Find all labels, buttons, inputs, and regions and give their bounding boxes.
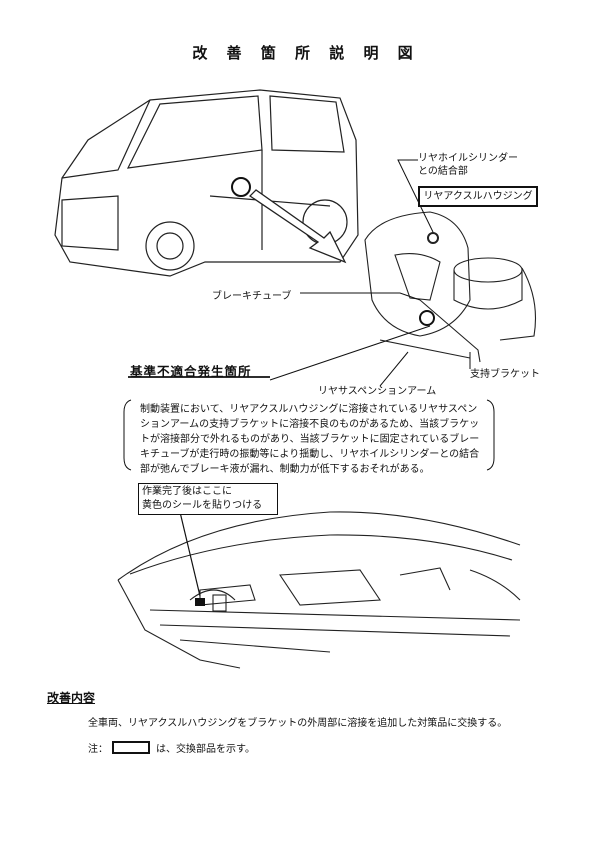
sticker-line: 作業完了後はここに xyxy=(142,486,232,497)
note-suffix: は、交換部品を示す。 xyxy=(156,744,255,755)
label-line: との結合部 xyxy=(418,166,468,177)
sticker-line: 黄色のシールを貼りつける xyxy=(142,500,263,511)
bracket-callout-circle xyxy=(419,310,435,326)
car-illustration xyxy=(54,89,359,277)
desc-right-bracket xyxy=(486,399,495,471)
highlight-circle xyxy=(231,177,251,197)
replacement-part-symbol xyxy=(112,741,150,754)
wheel-cylinder-joint-label: リヤホイルシリンダー との結合部 xyxy=(418,152,518,178)
engine-bay-illustration xyxy=(117,511,521,669)
leader-lines xyxy=(269,159,471,387)
axle-housing-label: リヤアクスルハウジング xyxy=(418,186,538,207)
suspension-arm-label: リヤサスペンションアーム xyxy=(318,386,437,397)
axle-detail-illustration xyxy=(364,211,537,363)
sticker-leader-line xyxy=(179,511,201,597)
improvement-text: 全車両、リヤアクスルハウジングをブラケットの外周部に溶接を追加した対策品に交換す… xyxy=(88,718,508,729)
defect-location-title: 基準不適合発生箇所 xyxy=(130,364,252,379)
label-line: リヤホイルシリンダー xyxy=(418,153,518,164)
improvement-heading: 改善内容 xyxy=(47,691,96,705)
sticker-location-marker xyxy=(195,598,205,606)
page-title: 改 善 箇 所 説 明 図 xyxy=(192,44,420,62)
desc-left-bracket xyxy=(123,399,132,471)
sticker-instruction-box: 作業完了後はここに 黄色のシールを貼りつける xyxy=(138,483,278,515)
note: 注： は、交換部品を示す。 xyxy=(88,740,255,755)
brake-tube-label: ブレーキチューブ xyxy=(212,291,292,302)
defect-description: 制動装置において、リヤアクスルハウジングに溶接されているリヤサスペンションアーム… xyxy=(140,404,480,475)
note-prefix: 注： xyxy=(88,744,108,755)
support-bracket-label: 支持ブラケット xyxy=(470,369,540,380)
zoom-arrow xyxy=(248,189,347,264)
